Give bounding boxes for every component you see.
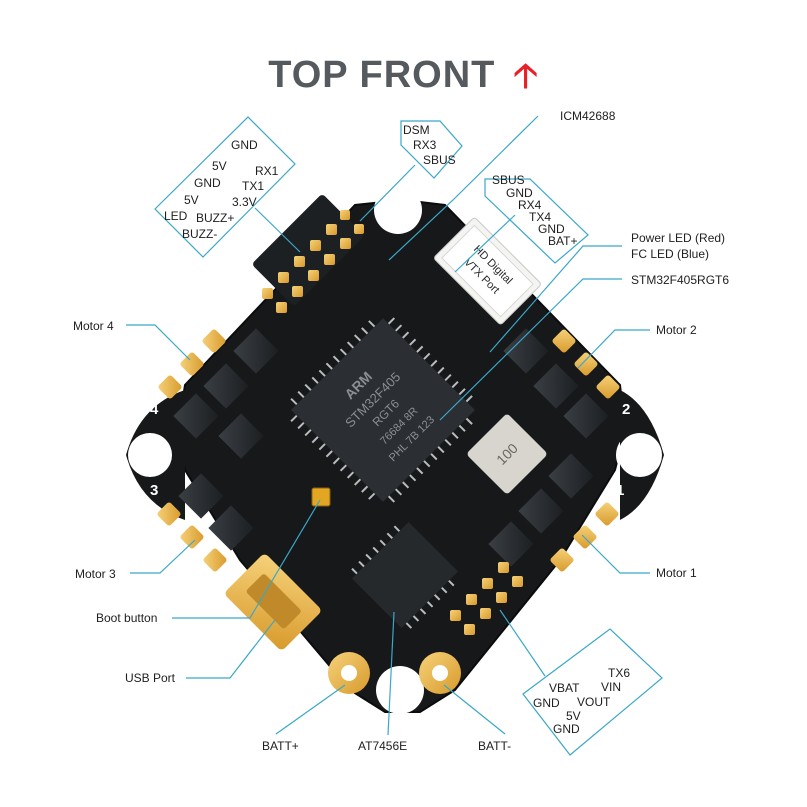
batt-plus-leader [275,684,346,735]
usb-label: USB Port [125,671,176,685]
pad-tx6: TX6 [608,666,630,680]
pad-vout: VOUT [577,695,611,709]
title-text: TOP FRONT [268,54,496,96]
pad-gnd-2: GND [194,176,221,190]
motor3-leader [130,539,196,574]
pad-rx3: RX3 [413,138,437,152]
pad-gnd-bottom-1: GND [533,696,560,710]
uart-pad-cluster [253,195,364,313]
mcu-label: STM32F405RGT6 [631,273,729,287]
motor4-label: Motor 4 [73,319,114,333]
pad-buzz-plus: BUZZ+ [196,211,234,225]
boot-leader [172,499,321,619]
pad-vin: VIN [601,680,621,694]
pad-dsm: DSM [403,123,430,137]
fc-led-label: FC LED (Blue) [631,247,709,261]
motor1-label: Motor 1 [656,566,697,580]
icm-label: ICM42688 [560,109,616,123]
pad-sbus-vtx: SBUS [492,173,525,187]
pad-led: LED [164,209,188,223]
batt-minus-label: BATT- [478,739,511,753]
boot-button[interactable] [311,487,331,507]
osd-chip [351,521,459,629]
pad-3v3: 3.3V [232,195,257,209]
power-led-label: Power LED (Red) [631,231,725,245]
pad-sbus: SBUS [423,153,456,167]
dsm-pad-callout: DSM RX3 SBUS [359,120,463,222]
up-arrow-icon: 🡡 [513,57,539,95]
batt-minus-leader [443,684,506,735]
motor3-label: Motor 3 [75,567,116,581]
battery-pads [328,652,461,694]
pad-rx4: RX4 [518,198,542,212]
page-title: TOP FRONT 🡡 [0,52,807,109]
osd-leader [387,611,395,736]
osd-label: AT7456E [358,739,407,753]
pad-rx1: RX1 [255,164,279,178]
motor-pads [157,329,620,572]
bottom-pad-cluster [450,562,523,635]
pad-bat-plus: BAT+ [548,234,577,248]
pad-gnd-bottom-2: GND [553,722,580,736]
pad-tx1: TX1 [242,179,264,193]
motor-number-2: 2 [622,401,630,418]
motor4-leader [126,324,191,361]
motor-number-3: 3 [150,482,158,499]
vtx-pad-callout: SBUS GND RX4 TX4 GND BAT+ [454,173,589,273]
pad-gnd-vtx-2: GND [538,222,565,236]
batt-plus-marking: + [306,657,315,674]
pad-gnd-vtx-1: GND [506,186,533,200]
bottom-pad-callout: TX6 VIN VBAT VOUT GND 5V GND [499,609,663,756]
motor-number-4: 4 [150,401,159,418]
pad-5v-2: 5V [184,193,199,207]
pad-vbat: VBAT [549,681,580,695]
mounting-hole [374,186,422,234]
boot-label: Boot button [96,611,157,625]
led-leader [489,245,622,353]
pad-5v-1: 5V [212,159,227,173]
pad-5v-bottom: 5V [566,709,581,723]
pad-tx4: TX4 [529,210,551,224]
motor1-leader [581,534,650,574]
uart-pad-callout: GND 5V RX1 GND TX1 5V 3.3V LED BUZZ+ BUZ… [154,116,301,258]
pad-gnd-1: GND [231,138,258,152]
motor2-label: Motor 2 [656,323,697,337]
mcu-leader [439,278,622,421]
motor-number-1: 1 [616,482,624,499]
batt-plus-label: BATT+ [262,739,299,753]
mcu-chip: ARM STM32F405 RGT6 76684 8R PHL 7B 123 [290,317,475,503]
icm-leader [388,115,539,261]
usb-port[interactable] [224,553,323,652]
pad-buzz-minus: BUZZ- [182,227,217,241]
inductor: 100 [467,414,547,494]
batt-minus-marking: - [476,657,481,674]
usb-leader [186,619,276,679]
hd-vtx-connector: HD Digital VTX Port [434,217,541,325]
mounting-hole [376,666,424,714]
motor2-leader [577,329,650,369]
